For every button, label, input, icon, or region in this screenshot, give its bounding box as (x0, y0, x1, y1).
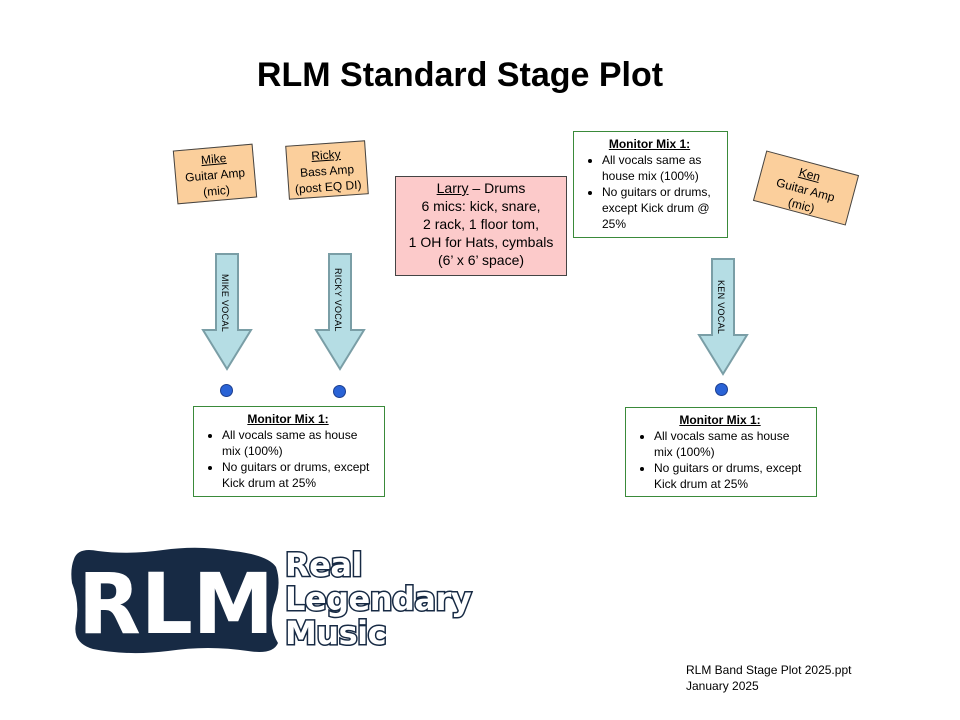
logo-wordmark: Real Legendary Music (283, 546, 473, 652)
mike-mic-icon (220, 384, 233, 397)
ken-vocal-label: KEN VOCAL (716, 280, 726, 335)
drums-toms-line: 2 rack, 1 floor tom, (423, 216, 539, 232)
mike-guitar-amp: Mike Guitar Amp (mic) (172, 143, 258, 205)
file-date: January 2025 (686, 679, 759, 693)
monitor-mix-right: Monitor Mix 1: All vocals same as house … (625, 407, 817, 497)
logo-word-music: Music (283, 614, 388, 652)
drummer-line: Larry – Drums (396, 179, 566, 197)
logo-word-real: Real (283, 546, 363, 584)
ken-vocal-arrow (697, 258, 749, 376)
drummer-role: – Drums (468, 180, 526, 196)
monitor-list: All vocals same as house mix (100%) No g… (200, 427, 376, 491)
page-title: RLM Standard Stage Plot (256, 56, 664, 94)
monitor-list-item: All vocals same as house mix (100%) (654, 428, 808, 460)
mike-vocal-label: MIKE VOCAL (220, 274, 230, 333)
file-name: RLM Band Stage Plot 2025.ppt (686, 663, 852, 677)
monitor-heading: Monitor Mix 1: (247, 412, 329, 426)
monitor-list-item: No guitars or drums, except Kick drum @ … (602, 184, 719, 232)
drums-box: Larry – Drums 6 mics: kick, snare, 2 rac… (395, 176, 567, 276)
drums-mics-line: 6 mics: kick, snare, (421, 198, 541, 214)
drummer-name: Larry (436, 180, 469, 196)
ricky-vocal-arrow (314, 253, 366, 371)
monitor-list-item: All vocals same as house mix (100%) (602, 152, 719, 184)
logo-letters: RLM (78, 555, 274, 653)
drums-overhead-line: 1 OH for Hats, cymbals (408, 234, 554, 250)
monitor-list-item: No guitars or drums, except Kick drum at… (654, 460, 808, 492)
monitor-list: All vocals same as house mix (100%) No g… (580, 152, 719, 232)
monitor-list-item: All vocals same as house mix (100%) (222, 427, 376, 459)
ricky-vocal-label: RICKY VOCAL (333, 268, 343, 332)
mike-vocal-arrow (201, 253, 253, 371)
ken-guitar-amp: Ken Guitar Amp (mic) (752, 150, 860, 226)
drums-space-line: (6’ x 6’ space) (437, 252, 525, 268)
rlm-logo-icon: RLM (71, 547, 279, 654)
monitor-mix-top: Monitor Mix 1: All vocals same as house … (573, 131, 728, 238)
monitor-heading: Monitor Mix 1: (679, 413, 761, 427)
monitor-list: All vocals same as house mix (100%) No g… (632, 428, 808, 492)
logo-word-legendary: Legendary (283, 580, 473, 618)
monitor-mix-left: Monitor Mix 1: All vocals same as house … (193, 406, 385, 497)
ricky-bass-amp: Ricky Bass Amp (post EQ DI) (285, 140, 369, 200)
ken-mic-icon (715, 383, 728, 396)
ricky-mic-icon (333, 385, 346, 398)
monitor-heading: Monitor Mix 1: (608, 137, 691, 151)
monitor-list-item: No guitars or drums, except Kick drum at… (222, 459, 376, 491)
file-info: RLM Band Stage Plot 2025.ppt January 202… (686, 662, 851, 694)
